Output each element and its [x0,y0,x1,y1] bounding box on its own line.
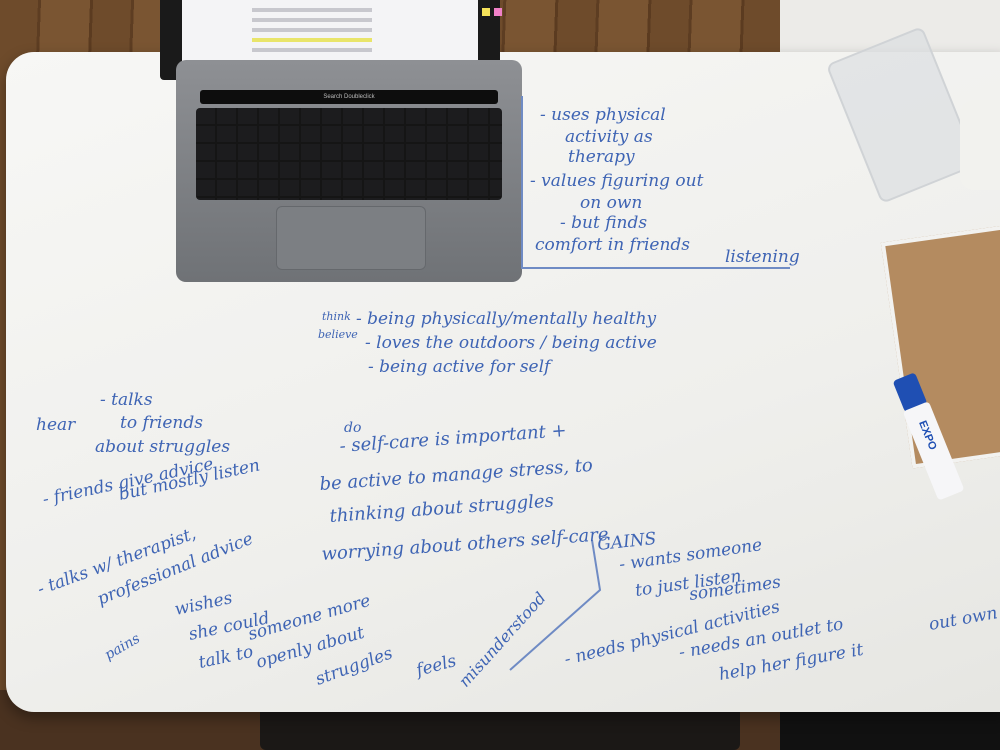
pains-note-line: wishes [173,588,235,620]
pains-label: pains [102,631,143,664]
box-note-line: - uses physical [540,105,666,125]
think-label: think [322,310,351,323]
do-note-line: worrying about others self-care [321,524,609,565]
gains-note-line: out own [927,603,999,635]
box-note-line: comfort in friends [535,235,690,255]
do-note-line: thinking about struggles [329,490,555,527]
feels-label: feels [412,651,459,681]
white-cup [960,100,1000,190]
hear-note-line: about struggles [95,437,230,457]
box-note-line: on own [580,193,642,213]
believe-label: believe [318,328,358,341]
think-note-line: - being physically/mentally healthy [356,309,657,329]
touch-bar: Search Doubleclick [200,90,498,104]
hear-label: hear [36,415,76,435]
laptop: Search Doubleclick [176,60,522,282]
notes-box-outline [521,96,790,269]
divider-stroke [509,539,602,671]
keyboard [196,108,502,200]
box-note-line: - values figuring out [530,171,704,191]
trackpad [276,206,426,270]
think-note-line: - being active for self [368,357,553,377]
think-note-line: - loves the outdoors / being active [365,333,657,353]
box-note-line: - but finds [560,213,647,233]
sticky-note-yellow [482,8,490,16]
hear-note-line: to friends [120,413,203,433]
misunderstood-label: misunderstood [455,588,550,690]
do-note-line: be active to manage stress, to [319,455,594,495]
box-note-line: activity as [565,127,653,147]
screen-document [182,0,502,70]
document-lines [252,8,372,12]
do-note-line: - self-care is important + [339,420,567,457]
do-label: do [344,420,361,436]
sticky-note-pink [494,8,502,16]
pains-note-line: talk to [197,642,255,673]
box-note-line: therapy [568,147,635,167]
box-note-line: listening [725,247,800,267]
hear-note-line: - talks [100,390,153,410]
